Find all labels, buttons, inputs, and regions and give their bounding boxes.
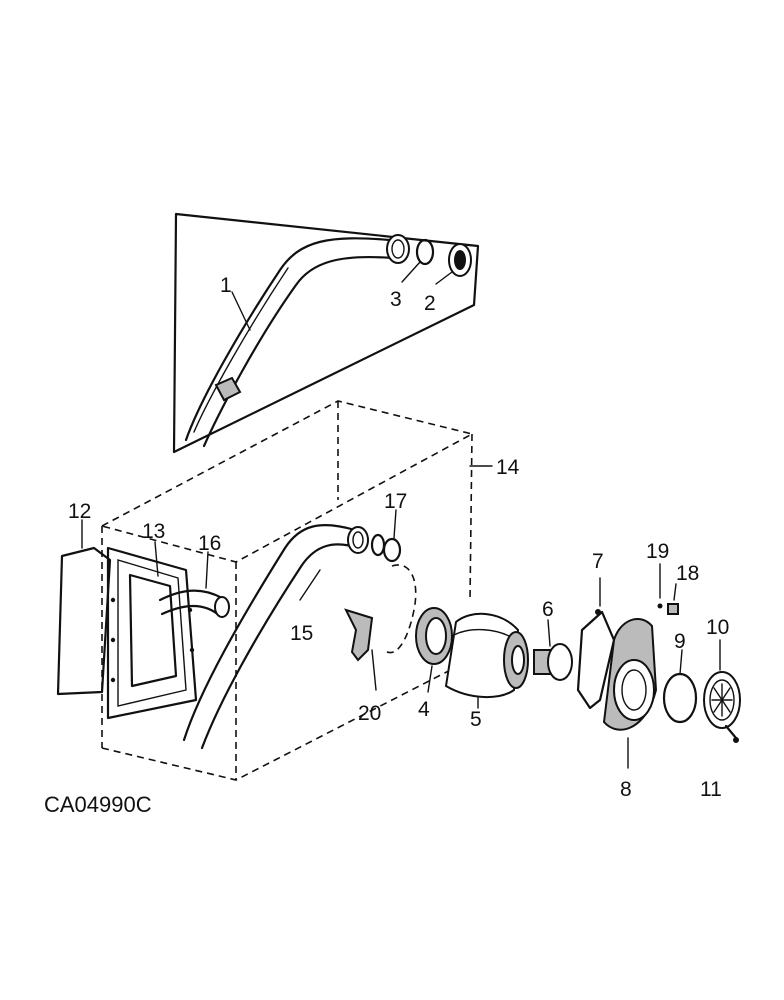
bracket-20 (344, 608, 377, 691)
inner-element-6 (533, 619, 573, 681)
callout-3: 3 (390, 288, 402, 311)
cover-plate (56, 519, 112, 696)
housing-gasket-7 (576, 577, 616, 710)
callout-8: 8 (620, 778, 632, 801)
callout-5: 5 (470, 708, 482, 731)
callout-1: 1 (220, 274, 232, 297)
gasket-outline (383, 564, 417, 654)
gasket-frame (106, 541, 198, 720)
callout-13: 13 (142, 520, 165, 543)
o-ring-9 (662, 649, 698, 724)
callout-17: 17 (384, 490, 407, 513)
callout-6: 6 (542, 598, 554, 621)
fitting-18-19 (657, 563, 679, 615)
callout-18: 18 (676, 562, 699, 585)
callouts: 1 2 3 4 5 6 7 8 9 10 11 12 13 14 15 16 1… (68, 274, 729, 801)
callout-7: 7 (592, 550, 604, 573)
filter-element-5 (444, 612, 529, 709)
adapter-ring-4 (415, 607, 453, 693)
housing-box (99, 400, 493, 781)
callout-14: 14 (496, 456, 520, 479)
cover-housing-8 (602, 618, 658, 769)
end-cap-10 (703, 639, 741, 729)
clip-11 (724, 724, 739, 743)
callout-16: 16 (198, 532, 221, 555)
o-ring-17 (382, 509, 402, 563)
callout-19: 19 (646, 540, 669, 563)
callout-10: 10 (706, 616, 729, 639)
callout-20: 20 (358, 702, 381, 725)
callout-2: 2 (424, 292, 436, 315)
drawing-code: CA04990C (44, 792, 152, 817)
callout-15: 15 (290, 622, 313, 645)
callout-11: 11 (700, 778, 722, 801)
elbow-16 (158, 551, 230, 618)
callout-9: 9 (674, 630, 686, 653)
callout-4: 4 (418, 698, 430, 721)
callout-12: 12 (68, 500, 91, 523)
inset-tube-panel (172, 212, 480, 454)
